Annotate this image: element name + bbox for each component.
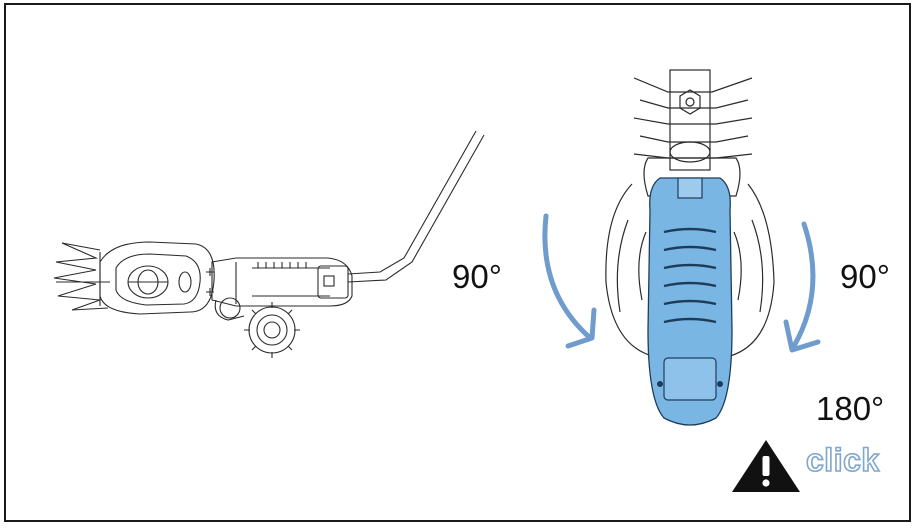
rotate-arrow-right-icon [783,221,821,353]
handle-highlight [647,177,733,426]
side-view-tool [53,130,485,358]
rotation-label-right: 90° [840,258,890,295]
rotation-label-left: 90° [452,258,502,295]
click-label: click [805,442,880,478]
diagram-frame [4,3,911,522]
warning-triangle-icon [732,440,800,492]
rotation-label-total: 180° [816,390,885,427]
top-view-tool [605,69,775,357]
rotate-arrow-left-icon [542,213,597,349]
